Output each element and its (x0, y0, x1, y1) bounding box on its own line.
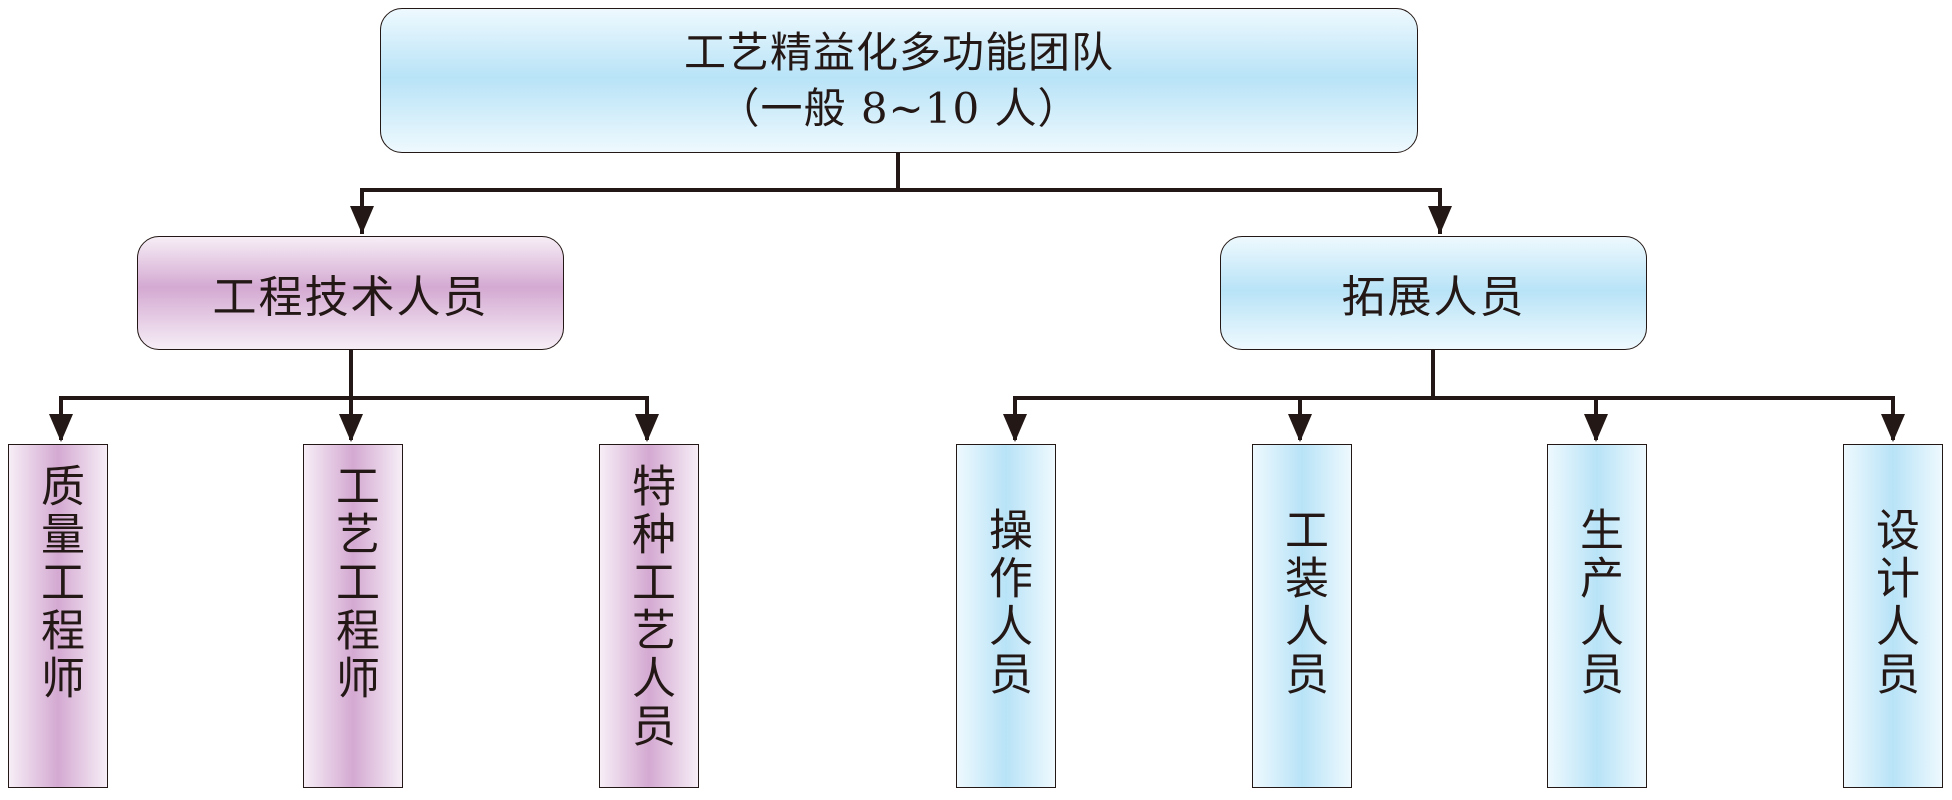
engineering-staff-node: 工程技术人员 (137, 236, 564, 350)
leaf-operators: 操作人员 (956, 444, 1056, 788)
leaf-special-process-staff: 特种工艺人员 (599, 444, 699, 788)
root-subtitle: （一般 8~10 人） (717, 83, 1081, 133)
root-node: 工艺精益化多功能团队 （一般 8~10 人） (380, 8, 1418, 153)
leaf-label: 特种工艺人员 (624, 463, 675, 751)
extension-staff-label: 拓展人员 (1341, 272, 1526, 323)
leaf-tooling-staff: 工装人员 (1252, 444, 1352, 788)
leaf-label: 工装人员 (1277, 507, 1328, 699)
leaf-label: 质量工程师 (33, 463, 84, 703)
leaf-label: 设计人员 (1868, 507, 1919, 699)
leaf-label: 工艺工程师 (328, 463, 379, 703)
engineering-staff-label: 工程技术人员 (212, 272, 489, 323)
extension-staff-node: 拓展人员 (1220, 236, 1647, 350)
leaf-process-engineer: 工艺工程师 (303, 444, 403, 788)
leaf-label: 操作人员 (981, 507, 1032, 699)
root-title: 工艺精益化多功能团队 (683, 27, 1114, 77)
leaf-design-staff: 设计人员 (1843, 444, 1943, 788)
leaf-production-staff: 生产人员 (1547, 444, 1647, 788)
leaf-quality-engineer: 质量工程师 (8, 444, 108, 788)
leaf-label: 生产人员 (1572, 507, 1623, 699)
